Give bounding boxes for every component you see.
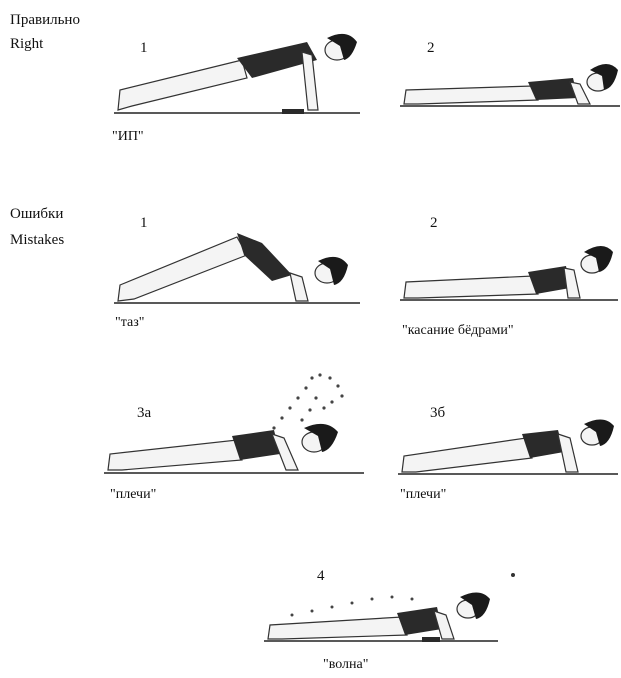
figure-mistake-3b-illustration	[396, 412, 620, 480]
figure-number-mistake-2: 2	[430, 215, 438, 232]
ghost-outline-dotted	[272, 373, 343, 429]
section-label-correct-ru: Правильно	[10, 12, 80, 29]
figure-mistake-4-illustration	[262, 585, 500, 647]
figure-right-2-illustration	[398, 52, 621, 114]
figure-caption-mistake-3a: "плечи"	[110, 486, 156, 503]
figure-right-1-illustration	[112, 20, 362, 120]
figure-caption-mistake-1: "таз"	[115, 314, 144, 331]
section-label-mistakes-en: Mistakes	[10, 232, 64, 249]
wave-outline-dotted	[291, 596, 414, 617]
figure-mistake-2-illustration	[398, 236, 620, 306]
stray-dot	[510, 572, 516, 578]
figure-mistake-3a-illustration	[102, 368, 367, 480]
figure-number-mistake-4: 4	[317, 568, 325, 585]
figure-caption-mistake-2: "касание бёдрами"	[402, 322, 514, 339]
figure-mistake-1-illustration	[112, 225, 362, 310]
section-label-mistakes-ru: Ошибки	[10, 206, 63, 223]
figure-caption-right-1: "ИП"	[112, 128, 144, 145]
figure-caption-mistake-3b: "плечи"	[400, 486, 446, 503]
section-label-correct-en: Right	[10, 36, 43, 53]
figure-caption-mistake-4: "волна"	[323, 656, 368, 673]
